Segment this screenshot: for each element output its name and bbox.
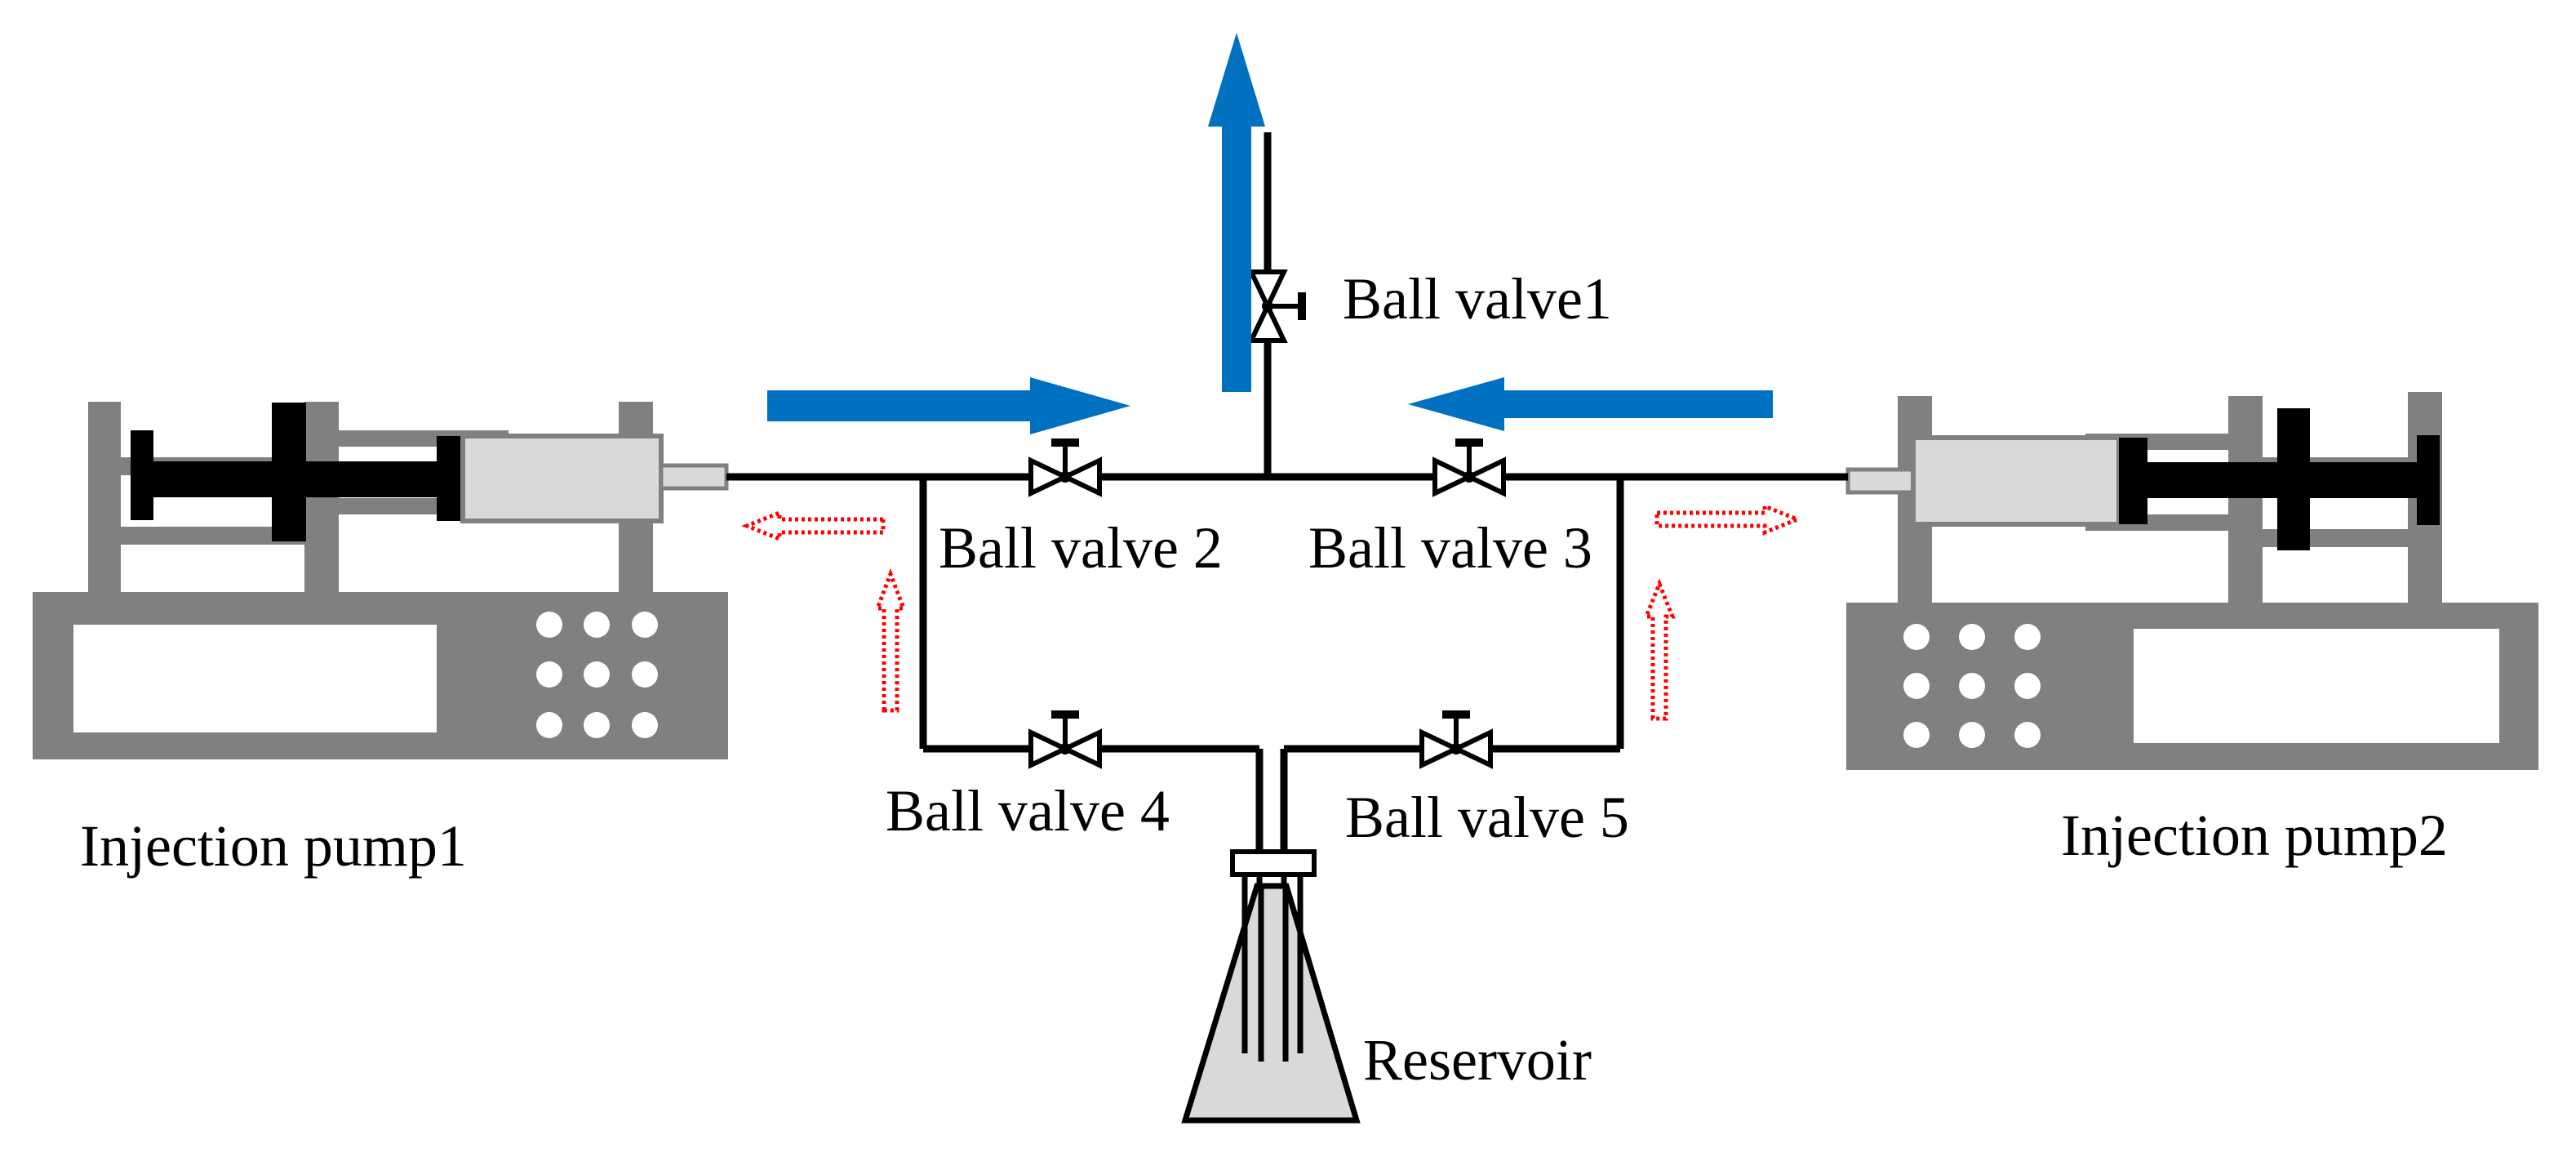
blue-arrow-up-icon bbox=[1208, 33, 1265, 392]
ball-valve-4-icon[interactable] bbox=[1031, 715, 1099, 765]
reservoir bbox=[1181, 849, 1361, 1124]
blue-arrow-left-icon bbox=[1408, 377, 1773, 431]
red-arrow-up-icon bbox=[874, 568, 907, 713]
pipe-network bbox=[726, 132, 1848, 870]
red-arrow-right-icon bbox=[1654, 503, 1803, 536]
injection-pump-1 bbox=[33, 402, 729, 759]
back-flow-arrows bbox=[741, 503, 1803, 721]
ball-valve-3-icon[interactable] bbox=[1435, 443, 1503, 493]
ball-valve-1-icon[interactable] bbox=[1251, 272, 1302, 341]
red-arrow-up-icon bbox=[1643, 578, 1676, 721]
ball-valve-1-label: Ball valve1 bbox=[1343, 266, 1612, 332]
red-arrow-left-icon bbox=[741, 510, 886, 542]
main-flow-arrows bbox=[767, 33, 1773, 434]
ball-valve-5-label: Ball valve 5 bbox=[1345, 785, 1629, 850]
blue-arrow-right-icon bbox=[767, 377, 1130, 434]
ball-valve-4-label: Ball valve 4 bbox=[886, 778, 1170, 844]
ball-valve-2-icon[interactable] bbox=[1031, 443, 1099, 493]
injection-pump-2-label: Injection pump2 bbox=[2061, 803, 2448, 868]
injection-pump-1-label: Injection pump1 bbox=[80, 813, 467, 879]
injection-pump-2 bbox=[1845, 392, 2538, 770]
ball-valve-5-icon[interactable] bbox=[1422, 715, 1490, 765]
ball-valve-3-label: Ball valve 3 bbox=[1308, 515, 1592, 581]
ball-valve-2-label: Ball valve 2 bbox=[939, 515, 1223, 581]
reservoir-label: Reservoir bbox=[1363, 1027, 1592, 1093]
